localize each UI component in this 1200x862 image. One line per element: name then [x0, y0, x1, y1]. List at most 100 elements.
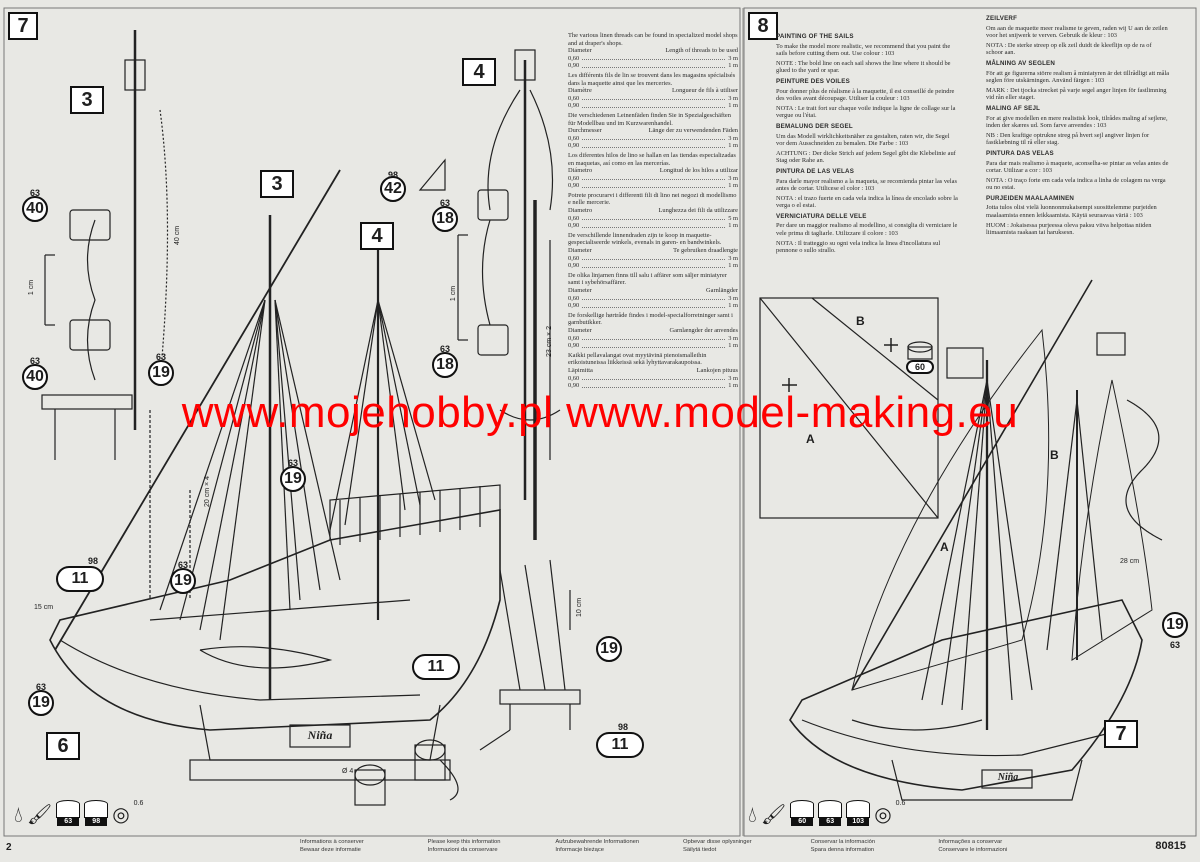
part-callout-11: 11	[56, 566, 104, 592]
sail-section-heading: PINTURA DAS VELAS	[986, 149, 1054, 157]
page-fold	[742, 8, 744, 836]
part-callout-19: 19	[280, 466, 306, 492]
thread-table-header: Diameter Length of threads to be used	[568, 47, 738, 55]
col-diameter: Diameter	[568, 287, 592, 294]
thread-note: Kaikki pellavalangat ovat myytävinä pien…	[568, 351, 707, 367]
step-7-marker: 7	[8, 12, 38, 40]
thread-diameter-value: 0,90	[568, 342, 580, 350]
keep-info-line: Informacje bieżące	[555, 847, 604, 853]
dimension-label: 40 cm	[174, 225, 182, 246]
dotted-leader	[582, 295, 726, 301]
thread-note: De olika linjarnen finns till salu i aff…	[568, 271, 727, 287]
col-diameter: Diámetro	[568, 167, 593, 175]
lateen-yard	[54, 169, 341, 651]
part-callout-19: 19	[170, 568, 196, 594]
dimension-label: 23 cm × 2	[545, 326, 553, 357]
sail-section-heading: PEINTURE DES VOILES	[776, 77, 850, 85]
thread-length-value: 3 m	[728, 94, 738, 102]
dimension-label: 1 cm	[450, 285, 458, 302]
thread-diameter-value: 0,60	[568, 94, 580, 102]
thread-diameter-value: 0,90	[568, 102, 580, 110]
part-callout-11: 11	[412, 654, 460, 680]
part-callout-40: 40	[22, 364, 48, 390]
thread-diameter-value: 0,60	[568, 254, 580, 262]
dotted-leader	[582, 62, 726, 68]
col-length: Länge der zu verwendenden Fäden	[648, 127, 738, 135]
sail-section-heading: PINTURA DE LAS VELAS	[776, 167, 855, 175]
thread-note: The various linen threads can be found i…	[568, 32, 738, 47]
dotted-leader	[582, 102, 726, 108]
dotted-leader	[582, 262, 726, 268]
col-length: Length of threads to be used	[665, 47, 738, 55]
sail-label-b: B	[1050, 448, 1059, 462]
part-callout-18: 18	[432, 206, 458, 232]
sail-template	[759, 297, 939, 519]
step-7-ref-marker: 7	[1104, 720, 1138, 748]
part-number: 63	[156, 352, 167, 362]
thread-diameter: 0.6	[895, 800, 906, 807]
sail-note: NOTA : O traço forte em cada vela indica…	[986, 176, 1166, 192]
part-callout-19: 19	[596, 636, 622, 662]
col-diameter: Diametro	[568, 207, 593, 215]
sail-instruction: Para darle mayor realismo a la maqueta, …	[776, 177, 957, 193]
sail-instruction: För att ge figurerna större realism å mi…	[986, 69, 1170, 85]
dotted-leader	[582, 375, 726, 381]
col-length: Garnlængder der anvendes	[669, 326, 739, 334]
col-length: Lunghezza dei fili da utilizzare	[658, 207, 739, 215]
step-4-detail-marker: 4	[462, 58, 496, 86]
part-callout-19: 19	[1162, 612, 1188, 638]
dimension-label: 10 cm	[576, 597, 584, 618]
paint-callout-60: 60	[906, 360, 934, 374]
keep-info-line: Opbevar disse oplysninger	[682, 839, 752, 845]
sail-note: NOTE : The bold line on each sail shows …	[776, 59, 951, 75]
thread-diameter-value: 0,90	[568, 142, 580, 150]
dotted-leader	[582, 95, 726, 101]
keep-info-line: Spara denna information	[810, 847, 875, 853]
thread-diameter-value: 0,90	[568, 62, 580, 70]
ship-nameplate: Niña	[307, 728, 333, 742]
paint-pot: 63	[56, 800, 81, 826]
part-number: 63	[440, 198, 451, 208]
thread-length-value: 1 m	[728, 262, 738, 270]
paint-pot: 103	[846, 800, 871, 826]
ship-nameplate-right: Niña	[997, 772, 1019, 783]
part-callout-19: 19	[148, 360, 174, 386]
sail-instruction: Om aan de maquette meer realisme te geve…	[986, 24, 1168, 40]
col-length: Longitud de los hilos a utilizar	[659, 167, 738, 175]
thread-diameter-value: 0,60	[568, 294, 580, 302]
thread-length-value: 1 m	[728, 382, 738, 390]
col-diameter: Durchmesser	[568, 127, 602, 135]
paint-pot: 98	[84, 800, 109, 826]
part-number: 63	[36, 682, 47, 692]
thread-note: Los diferentes hilos de lino se hallan e…	[568, 151, 736, 167]
thread-diameter-value: 0,90	[568, 222, 580, 230]
thread-note: Les différents fils de lin se trouvent d…	[568, 71, 736, 87]
dotted-leader	[582, 222, 726, 228]
thread-length-value: 1 m	[728, 62, 738, 70]
sail-section-heading: MALING AF SEJL	[986, 104, 1041, 112]
sail-note: ACHTUNG : Der dicke Strich auf jedem Seg…	[776, 149, 956, 165]
thread-table-header: Diámetro Longitud de los hilos a utilizar	[568, 167, 738, 175]
part-number: 98	[88, 556, 99, 566]
hull-outline	[49, 509, 501, 731]
sail-note: HUOM : Jokaisessa purjeessa oleva paksu …	[986, 221, 1152, 237]
keep-info-line: Conservar la información	[810, 839, 876, 845]
part-number: 98	[388, 170, 399, 180]
step-8-marker: 8	[748, 12, 778, 40]
thread-length-value: 1 m	[728, 302, 738, 310]
brush-icon: 🖌︎	[26, 804, 53, 826]
dimension-label: 1 cm	[28, 279, 36, 296]
step-4-marker: 4	[360, 222, 394, 250]
col-diameter: Diameter	[568, 47, 592, 55]
thread-length-value: 1 m	[728, 182, 738, 190]
